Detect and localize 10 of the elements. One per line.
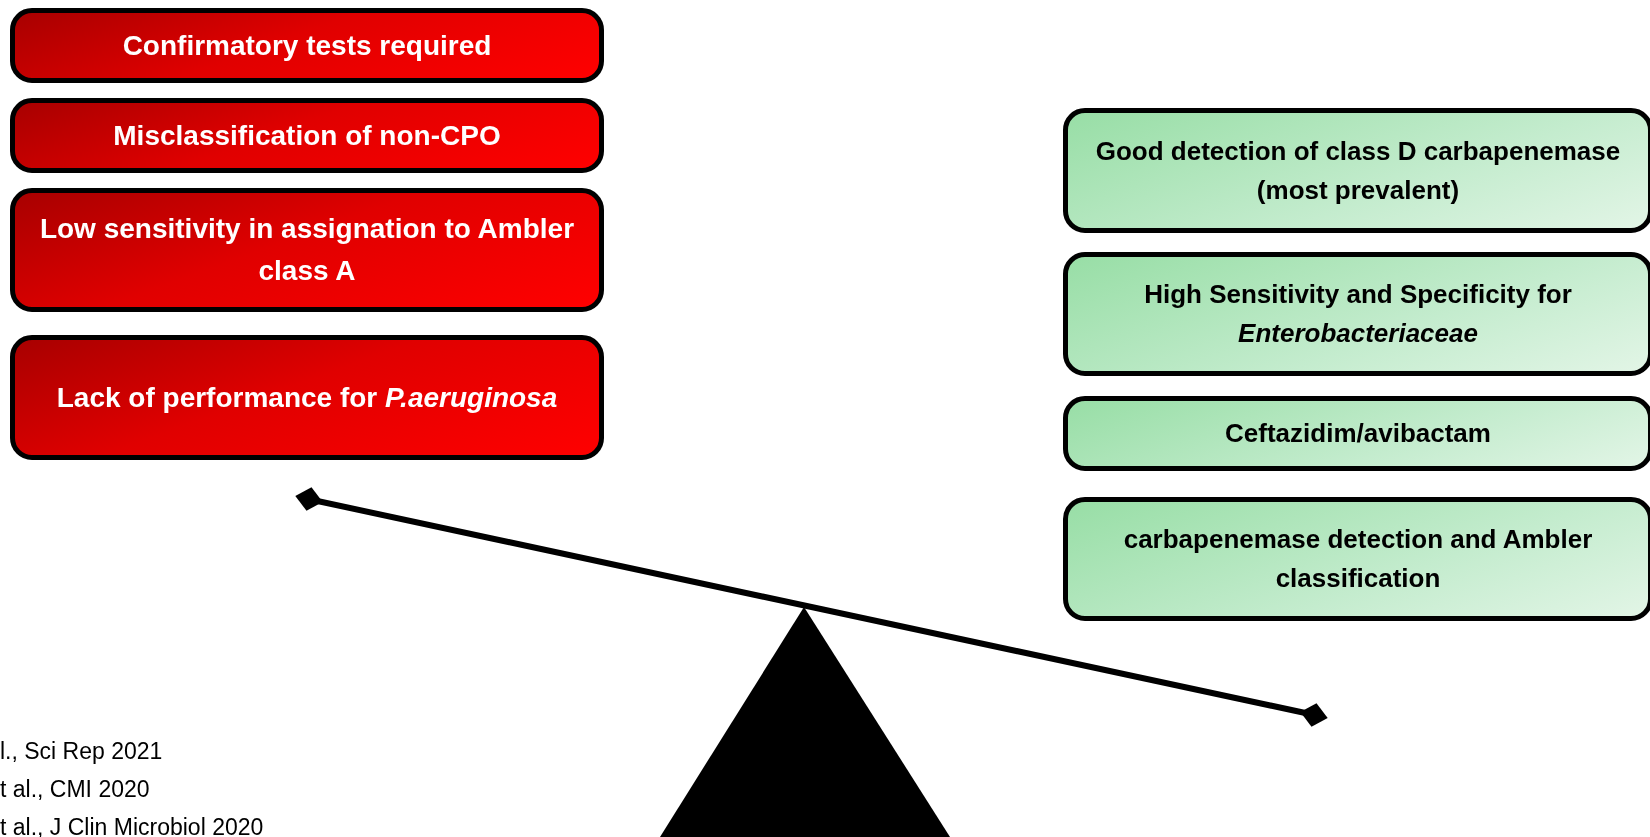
drawback-box: Low sensitivity in assignation to Ambler class A	[10, 188, 604, 312]
drawback-box: Lack of performance for P.aeruginosa	[10, 335, 604, 460]
advantage-box: Good detection of class D carbapenemase (most prevalent)	[1063, 108, 1650, 233]
advantage-box: Ceftazidim/avibactam	[1063, 396, 1650, 471]
citation-text: t al., CMI 2020	[0, 776, 150, 803]
citation-text: l., Sci Rep 2021	[0, 738, 163, 765]
advantage-box: High Sensitivity and Specificity for Enterobacteriaceae	[1063, 252, 1650, 376]
advantage-box: carbapenemase detection and Ambler classification	[1063, 497, 1650, 621]
drawback-box: Misclassification of non-CPO	[10, 98, 604, 173]
drawback-box: Confirmatory tests required	[10, 8, 604, 83]
